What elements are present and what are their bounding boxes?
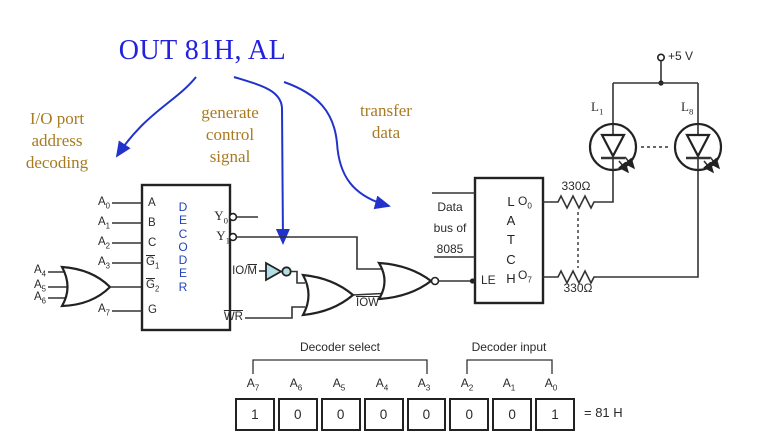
label-a7: A7: [97, 303, 110, 318]
table-header-decoder-select: Decoder select: [299, 340, 381, 354]
annotation-transfer-data: transfer data: [360, 101, 412, 142]
label-supply: +5 V: [668, 49, 694, 63]
callout-arrow-address-decoding: [115, 76, 197, 158]
label-a0: A0: [97, 196, 110, 211]
bit-label-a1: A1: [502, 376, 516, 393]
label-y1: Y1: [216, 228, 230, 246]
resistor-bottom: [543, 170, 699, 285]
decoder-input-bracket: [466, 359, 553, 374]
latch-vertical-label: LATCH: [506, 194, 516, 286]
label-io-m: IO/M: [232, 265, 257, 277]
address-or-gate: [48, 265, 142, 308]
bit-cell: 0: [320, 398, 361, 431]
label-a4: A4: [33, 264, 46, 279]
bit-label-a2: A2: [460, 376, 474, 393]
callout-arrow-control-signal: [233, 76, 290, 245]
bit-label-a0: A0: [544, 376, 558, 393]
label-resistor-bottom: 330Ω: [563, 281, 593, 295]
decoder-select-bracket: [252, 359, 428, 374]
decoder-pin-b: B: [148, 217, 156, 229]
bit-cell: 0: [492, 398, 533, 431]
bit-cell: 0: [449, 398, 490, 431]
bit-label-a4: A4: [375, 376, 389, 393]
bit-cell: 0: [406, 398, 447, 431]
label-le: LE: [481, 273, 496, 287]
nor-gate: [376, 261, 476, 301]
label-iow: IOW: [356, 297, 379, 309]
decoder-block: [112, 183, 381, 332]
hex-result: = 81 H: [584, 405, 623, 420]
label-data-bus: Data bus of 8085: [433, 200, 467, 256]
table-header-decoder-input: Decoder input: [471, 340, 547, 354]
led-l1-symbol: [590, 124, 636, 172]
label-resistor-top: 330Ω: [561, 179, 591, 193]
annotation-address-decoding: I/O port address decoding: [25, 109, 89, 172]
bit-value-row: 1 0 0 0 0 0 0 1: [235, 398, 575, 431]
bit-cell: 1: [235, 398, 275, 431]
bit-label-a3: A3: [417, 376, 431, 393]
bit-label-a6: A6: [289, 376, 303, 393]
label-y0: Y0: [214, 208, 228, 226]
decoder-pin-g2: G2: [146, 279, 160, 294]
label-a6: A6: [33, 291, 46, 306]
bit-cell: 1: [535, 398, 575, 431]
power-rail: [612, 53, 699, 124]
resistor-top: [543, 170, 614, 210]
callout-arrow-transfer-data: [283, 81, 391, 210]
label-a1: A1: [97, 216, 110, 231]
instruction-title: OUT 81H, AL: [118, 35, 287, 66]
control-or-gate: [245, 273, 383, 319]
label-led-l1: L1: [591, 99, 604, 117]
label-o7: O7: [518, 268, 532, 285]
label-a3: A3: [97, 256, 110, 271]
annotation-control-signal: generate control signal: [201, 103, 259, 166]
inverter-gate: [259, 261, 305, 284]
bit-label-a7: A7: [246, 376, 260, 393]
latch-block: [432, 176, 545, 305]
decoder-pin-a: A: [148, 197, 156, 209]
decoder-pin-c: C: [148, 237, 157, 249]
decoder-pin-g: G: [148, 304, 157, 316]
bit-label-a5: A5: [332, 376, 346, 393]
led-l8-symbol: [675, 124, 721, 172]
label-led-l8: L8: [681, 99, 694, 117]
label-o0: O0: [518, 194, 532, 211]
label-wr: WR: [223, 311, 243, 323]
label-a2: A2: [97, 236, 110, 251]
label-a5: A5: [33, 279, 46, 294]
decoder-pin-g1: G1: [146, 256, 160, 271]
bit-cell: 0: [363, 398, 404, 431]
decoder-vertical-label: DECODER: [178, 200, 188, 294]
bit-cell: 0: [277, 398, 318, 431]
